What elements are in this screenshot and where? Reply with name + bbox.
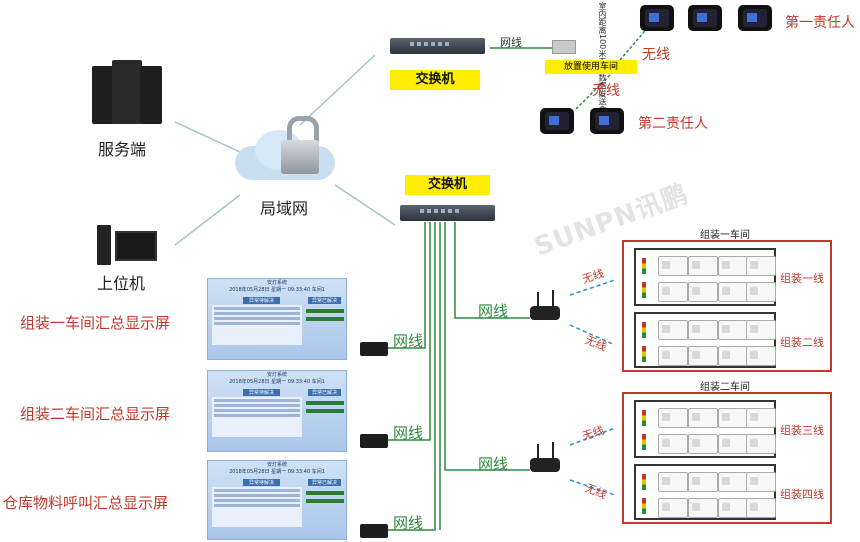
line1-label: 组装一线 <box>780 272 824 285</box>
wireless-label-a: 无线 <box>642 47 670 63</box>
display-screen-2: 安灯系统 2018年05月28日 星期一 09:33:40 车间1 异常待解决 … <box>207 370 347 452</box>
wireless-label-b: 无线 <box>592 83 620 99</box>
workshop2-title: 组装二车间 <box>700 382 750 393</box>
host-label: 上位机 <box>97 274 146 293</box>
wire-label-router1: 网线 <box>478 302 509 320</box>
switch-mid-icon <box>400 205 495 221</box>
line1-box <box>634 248 776 306</box>
antenna-icon <box>537 444 539 458</box>
router-icon <box>530 458 560 472</box>
terminal-box-icon <box>360 434 388 448</box>
server-icon <box>92 60 162 128</box>
antenna-icon <box>552 290 554 306</box>
fiber-box-icon <box>552 40 576 54</box>
wire-label-top: 网线 <box>500 36 522 49</box>
workshop2-frame: 组装三线 组装四线 <box>622 392 832 524</box>
resp-first-label: 第一责任人 <box>785 15 855 31</box>
wire-label-router2: 网线 <box>478 455 509 473</box>
screen-left-header: 异常待解决 <box>243 479 281 486</box>
switch-top-icon <box>390 38 485 54</box>
line3-label: 组装三线 <box>780 424 824 437</box>
display2-label: 组装二车间汇总显示屏 <box>20 405 171 423</box>
watch-icon <box>738 5 772 31</box>
host-pc-icon <box>97 225 157 267</box>
watch-icon <box>590 108 624 134</box>
router-icon <box>530 306 560 320</box>
screen-datetime: 2018年05月28日 星期一 09:33:40 车间1 <box>229 287 325 293</box>
screen-title: 安灯系统 <box>266 462 287 468</box>
lan-cloud-icon <box>235 116 340 184</box>
display-screen-1: 安灯系统 2018年05月28日 星期一 09:33:40 车间1 异常待解决 … <box>207 278 347 360</box>
antenna-icon <box>552 442 554 458</box>
server-label: 服务端 <box>98 140 147 159</box>
screen-title: 安灯系统 <box>266 372 287 378</box>
screen-right-header: 异常已解决 <box>308 389 342 396</box>
line4-box <box>634 464 776 520</box>
display3-label: 仓库物料呼叫汇总显示屏 <box>3 494 169 512</box>
screen-title: 安灯系统 <box>266 280 287 286</box>
wire-label-3: 网线 <box>393 514 424 532</box>
fiber-box-label: 室内距离100米无线数据发送盒 <box>598 2 607 114</box>
screen-right-header: 异常已解决 <box>308 297 342 304</box>
screen-left-header: 异常待解决 <box>243 389 281 396</box>
screen-datetime: 2018年05月28日 星期一 09:33:40 车间1 <box>229 379 325 385</box>
switch-mid-label: 交换机 <box>405 175 490 195</box>
wire-label-1: 网线 <box>393 332 424 350</box>
workshop1-frame: 组装一线 组装二线 <box>622 240 832 372</box>
terminal-box-icon <box>360 524 388 538</box>
watch-icon <box>540 108 574 134</box>
watch-icon <box>640 5 674 31</box>
screen-right-header: 异常已解决 <box>308 479 342 486</box>
line2-label: 组装二线 <box>780 336 824 349</box>
antenna-icon <box>537 292 539 306</box>
wire-label-2: 网线 <box>393 424 424 442</box>
display-screen-3: 安灯系统 2018年05月28日 星期一 09:33:40 车间1 异常待解决 … <box>207 460 347 540</box>
line4-label: 组装四线 <box>780 488 824 501</box>
screen-datetime: 2018年05月28日 星期一 09:33:40 车间1 <box>229 469 325 475</box>
screen-left-header: 异常待解决 <box>243 297 281 304</box>
watch-icon <box>688 5 722 31</box>
workshop1-title: 组装一车间 <box>700 230 750 241</box>
terminal-box-icon <box>360 342 388 356</box>
lan-label: 局域网 <box>260 199 309 218</box>
display1-label: 组装一车间汇总显示屏 <box>20 314 171 332</box>
line3-box <box>634 400 776 458</box>
switch-top-label: 交换机 <box>390 70 480 90</box>
placed-label: 放置使用车间 <box>545 60 637 74</box>
resp-second-label: 第二责任人 <box>638 116 708 132</box>
line2-box <box>634 312 776 368</box>
